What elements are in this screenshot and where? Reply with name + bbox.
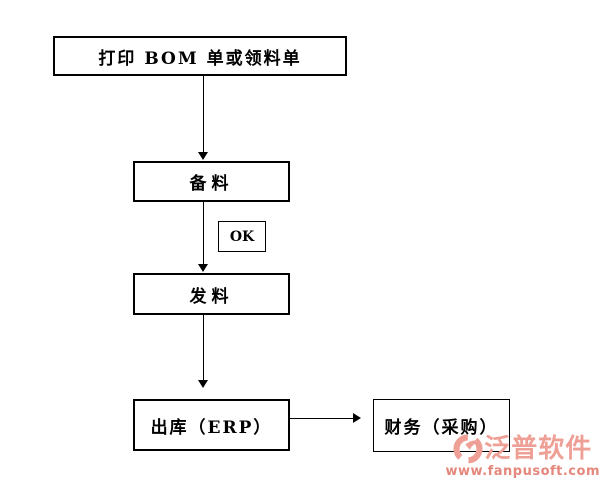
arrow-line xyxy=(203,202,204,265)
flow-node-issue-material: 发料 xyxy=(133,273,290,315)
arrow-outbound-to-finance xyxy=(290,413,361,424)
flow-node-ok-condition: OK xyxy=(218,221,266,252)
arrow-issue-to-outbound xyxy=(198,315,209,388)
watermark-brand-text: 泛普软件 xyxy=(484,434,593,464)
arrow-prepare-to-issue xyxy=(198,202,209,272)
flow-node-prepare-material: 备料 xyxy=(133,161,290,202)
arrow-print-to-prepare xyxy=(198,76,209,160)
flow-node-outbound-erp: 出库（ERP） xyxy=(133,399,290,451)
arrowhead-down-icon xyxy=(198,264,208,272)
fanpusoft-logo-icon xyxy=(453,434,483,464)
watermark-url-text: www.fanpusoft.com xyxy=(445,464,600,479)
arrowhead-right-icon xyxy=(353,413,361,423)
flow-node-finance-purchase: 财务（采购） xyxy=(373,399,510,452)
arrowhead-down-icon xyxy=(198,380,208,388)
arrow-line xyxy=(203,315,204,381)
arrow-line xyxy=(290,418,354,419)
arrow-line xyxy=(203,76,204,153)
arrowhead-down-icon xyxy=(198,152,208,160)
watermark-logo: 泛普软件 www.fanpusoft.com xyxy=(445,434,600,478)
flow-node-print-bom: 打印 BOM 单或领料单 xyxy=(53,36,347,76)
